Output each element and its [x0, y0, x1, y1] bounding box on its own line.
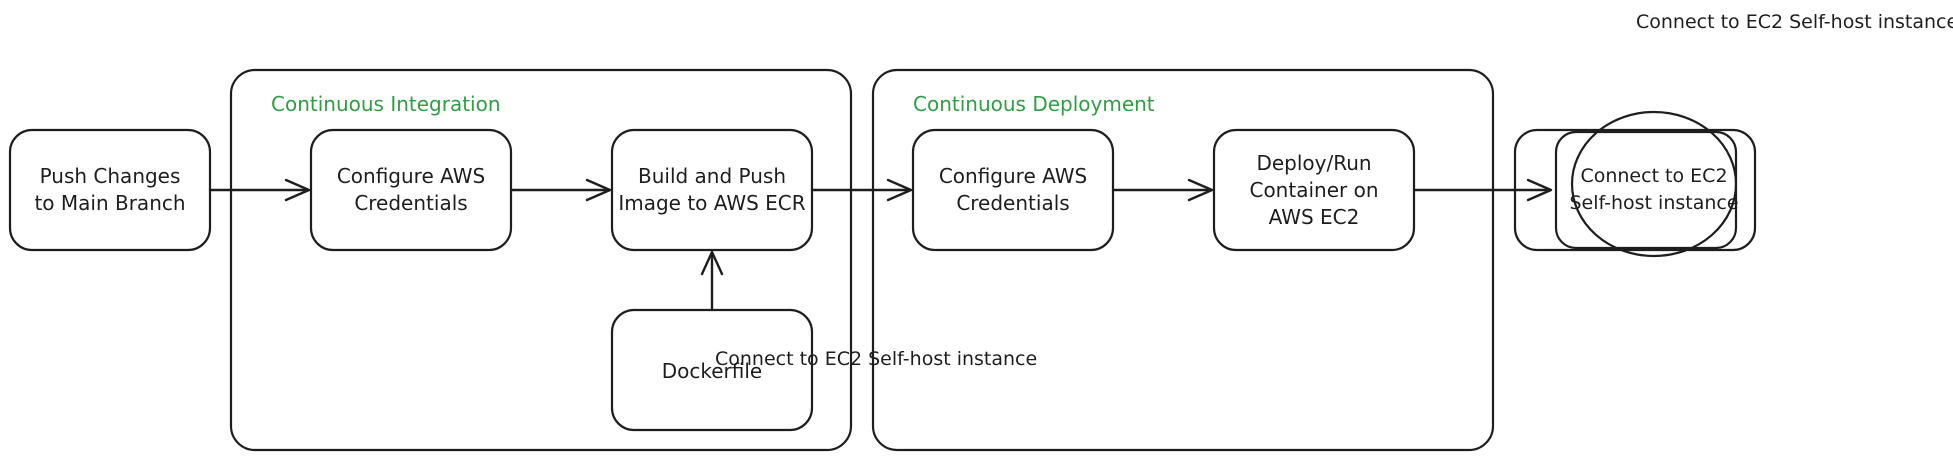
edge-configure-cd-to-deploy-head	[1187, 178, 1214, 202]
edge-dockerfile-to-build-head	[700, 250, 724, 276]
node-configure-ci-label: Configure AWS Credentials	[336, 164, 486, 215]
node-build-label: Build and Push Image to AWS ECR	[618, 164, 806, 215]
node-configure-cd-label: Configure AWS Credentials	[938, 164, 1088, 215]
group-ci-title: Continuous Integration	[271, 92, 501, 116]
group-cd-container[interactable]	[871, 68, 1495, 452]
edge-build-to-configure-cd-head	[886, 178, 913, 202]
edge-push-to-configure-ci-head	[284, 178, 311, 202]
node-connect-label: Connect to EC2 Self-host instance	[1569, 165, 1739, 214]
group-ci-container[interactable]	[229, 68, 853, 452]
node-dockerfile-label: Dockerfile	[661, 359, 763, 383]
node-connect-ellipse	[1570, 110, 1738, 258]
node-deploy-label: Deploy/Run Container on AWS EC2	[1249, 151, 1379, 229]
group-cd-title: Continuous Deployment	[913, 92, 1155, 116]
floating-label-top-right: Connect to EC2 Self-host instance	[1636, 11, 1953, 33]
edge-configure-ci-to-build-head	[585, 178, 612, 202]
node-push-label: Push Changes to Main Branch	[34, 164, 186, 215]
floating-label-overlap: Connect to EC2 Self-host instance	[715, 348, 1038, 370]
edge-deploy-to-connect-head	[1526, 178, 1553, 202]
